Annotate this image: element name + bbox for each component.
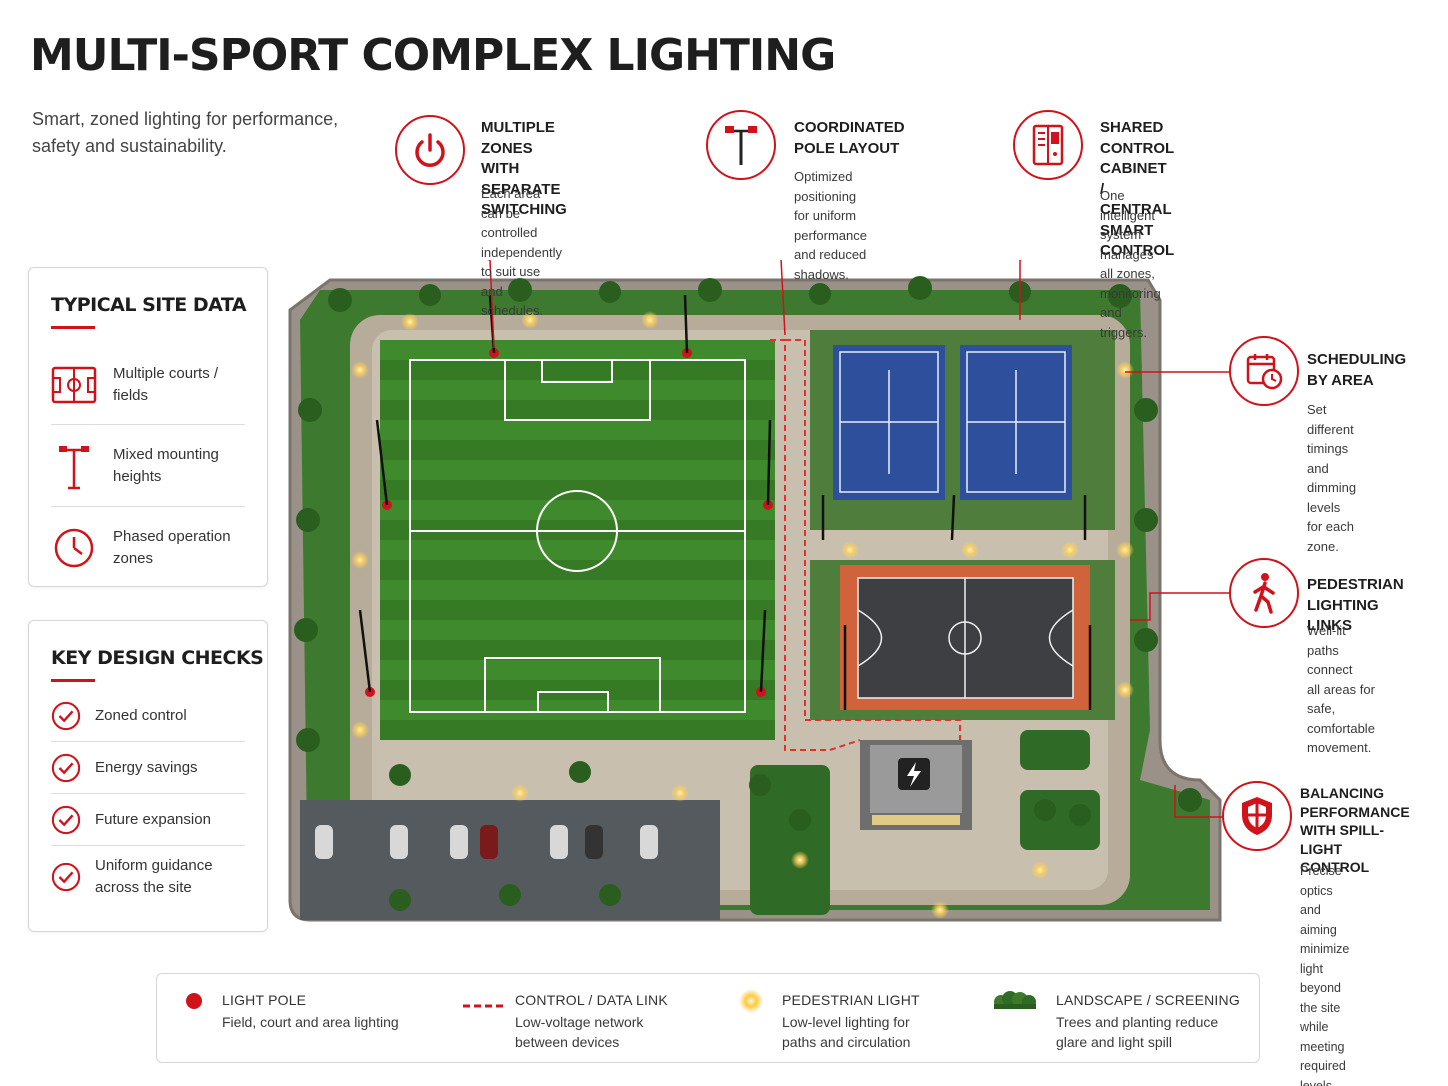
field-markings bbox=[409, 359, 746, 713]
callout-description: Precise optics and aiming minimize light… bbox=[1300, 864, 1350, 1086]
clock-icon bbox=[51, 527, 97, 569]
tennis-court bbox=[833, 345, 1072, 500]
planter bbox=[1020, 730, 1090, 770]
legend-description: Low-level lighting for paths and circula… bbox=[782, 1014, 911, 1050]
design-check-item: Uniform guidance across the site bbox=[51, 846, 245, 908]
legend-label: CONTROL / DATA LINK bbox=[515, 992, 668, 1008]
callout-title: MULTIPLE ZONES WITH SEPARATE SWITCHING bbox=[481, 119, 567, 218]
design-checks-panel: KEY DESIGN CHECKS Zoned control Energy s… bbox=[28, 620, 268, 932]
site-data-heading: TYPICAL SITE DATA bbox=[51, 294, 247, 316]
soccer-field bbox=[380, 340, 775, 740]
design-check-label: Uniform guidance across the site bbox=[95, 857, 213, 896]
design-check-label: Future expansion bbox=[95, 810, 211, 828]
legend: LIGHT POLE Field, court and area lightin… bbox=[156, 973, 1260, 1063]
pole-icon bbox=[706, 110, 776, 180]
dashed-line-icon bbox=[463, 996, 503, 1014]
site-data-item: Multiple courts / fields bbox=[51, 345, 245, 425]
callout-title: COORDINATED POLE LAYOUT bbox=[794, 119, 905, 157]
check-circle-icon bbox=[51, 804, 81, 836]
legend-label: LANDSCAPE / SCREENING bbox=[1056, 992, 1240, 1008]
callout-description: Set different timings and dimming levels… bbox=[1307, 402, 1357, 554]
site-data-item: Phased operation zones bbox=[51, 507, 245, 589]
site-data-label: Multiple courts / fields bbox=[113, 364, 219, 404]
site-plan-illustration bbox=[288, 260, 1230, 922]
callout-title: SCHEDULING BY AREA bbox=[1307, 351, 1407, 389]
pole-masts bbox=[358, 294, 1092, 710]
red-dot-icon bbox=[185, 992, 203, 1015]
design-check-label: Energy savings bbox=[95, 758, 198, 776]
legend-description: Low-voltage network between devices bbox=[515, 1014, 644, 1050]
planter bbox=[750, 765, 830, 915]
site-data-panel: TYPICAL SITE DATA Multiple courts / fiel… bbox=[28, 267, 268, 587]
legend-item-landscape: LANDSCAPE / SCREENING Trees and planting… bbox=[992, 974, 1252, 1064]
glow-light-icon bbox=[738, 988, 764, 1019]
design-check-item: Energy savings bbox=[51, 742, 245, 794]
walking-person-icon bbox=[1229, 558, 1299, 628]
site-data-label: Mixed mounting heights bbox=[113, 445, 219, 485]
design-check-label: Zoned control bbox=[95, 706, 187, 724]
callout-title: SHARED CONTROL CABINET / CENTRAL SMART C… bbox=[1100, 119, 1175, 259]
pedestrian-lights bbox=[351, 311, 1134, 919]
site-data-item: Mixed mounting heights bbox=[51, 425, 245, 507]
heading-underline bbox=[51, 679, 95, 682]
legend-label: LIGHT POLE bbox=[222, 992, 307, 1008]
court-icon bbox=[51, 365, 97, 405]
callout-description: Each area can be controlled independentl… bbox=[481, 186, 562, 318]
page-subtitle: Smart, zoned lighting for performance, s… bbox=[32, 109, 339, 156]
callout-leaders bbox=[486, 260, 1230, 818]
callout-title: BALANCING PERFORMANCE WITH SPILL-LIGHT C… bbox=[1300, 785, 1410, 875]
pole-icon bbox=[51, 442, 97, 490]
callout-title: PEDESTRIAN LIGHTING LINKS bbox=[1307, 576, 1404, 634]
heading-underline bbox=[51, 326, 95, 329]
check-circle-icon bbox=[51, 861, 81, 893]
control-data-link bbox=[770, 339, 961, 751]
callout-description: One intelligent system manages all zones… bbox=[1100, 188, 1161, 340]
page-title: MULTI-SPORT COMPLEX LIGHTING bbox=[30, 30, 836, 81]
shield-icon bbox=[1222, 781, 1292, 851]
trees bbox=[294, 276, 1202, 911]
power-icon bbox=[395, 115, 465, 185]
legend-label: PEDESTRIAN LIGHT bbox=[782, 992, 920, 1008]
legend-item-pedestrian-light: PEDESTRIAN LIGHT Low-level lighting for … bbox=[732, 974, 972, 1064]
design-checks-heading: KEY DESIGN CHECKS bbox=[51, 647, 264, 669]
legend-description: Trees and planting reduce glare and ligh… bbox=[1056, 1014, 1219, 1050]
check-circle-icon bbox=[51, 752, 81, 784]
legend-description: Field, court and area lighting bbox=[222, 1014, 399, 1030]
calendar-clock-icon bbox=[1229, 336, 1299, 406]
legend-item-light-pole: LIGHT POLE Field, court and area lightin… bbox=[157, 974, 427, 1064]
shrub-icon bbox=[992, 990, 1038, 1015]
design-check-item: Future expansion bbox=[51, 794, 245, 846]
legend-item-control-link: CONTROL / DATA LINK Low-voltage network … bbox=[457, 974, 717, 1064]
site-data-label: Phased operation zones bbox=[113, 528, 231, 567]
callout-description: Optimized positioning for uniform perfor… bbox=[794, 169, 867, 282]
cabinet-icon bbox=[1013, 110, 1083, 180]
check-circle-icon bbox=[51, 700, 81, 732]
design-check-item: Zoned control bbox=[51, 690, 245, 742]
callout-description: Well-lit paths connect all areas for saf… bbox=[1307, 623, 1375, 755]
